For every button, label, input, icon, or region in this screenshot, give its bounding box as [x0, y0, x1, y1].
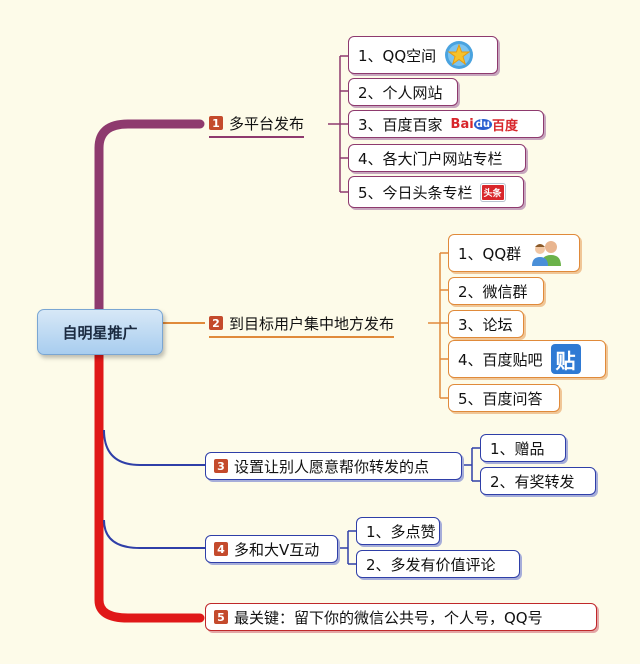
tieba-icon: 贴 — [550, 344, 581, 374]
connector-branch-3 — [103, 429, 205, 466]
toutiao-icon: 头条 — [480, 183, 505, 201]
item-label: 4、各大门户网站专栏 — [358, 149, 503, 168]
branch-1-number: 1 — [209, 116, 223, 130]
branch-4-item-1[interactable]: 1、多点赞 — [356, 517, 440, 545]
connectors-branch-2 — [428, 252, 448, 399]
branch-4-item-2[interactable]: 2、多发有价值评论 — [356, 550, 520, 578]
branch-3-topic[interactable]: 3 设置让别人愿意帮你转发的点 — [205, 452, 462, 480]
branch-4-number: 4 — [214, 542, 228, 556]
item-label: 1、QQ空间 — [358, 46, 437, 65]
connectors-branch-1 — [328, 55, 348, 193]
item-label: 1、QQ群 — [458, 244, 522, 263]
connectors-branch-3 — [462, 447, 480, 482]
connector-branch-4 — [103, 519, 205, 549]
branch-3-label: 设置让别人愿意帮你转发的点 — [234, 457, 430, 476]
branch-1-topic[interactable]: 1 多平台发布 — [209, 110, 305, 138]
connectors-branch-4 — [338, 530, 356, 565]
item-label: 4、百度贴吧 — [458, 350, 543, 369]
item-label: 5、今日头条专栏 — [358, 183, 473, 202]
root-label: 自明星推广 — [62, 323, 138, 342]
branch-2-item-3[interactable]: 3、论坛 — [448, 310, 524, 338]
user-group-icon — [529, 238, 563, 268]
branch-2-item-1[interactable]: 1、QQ群 — [448, 234, 580, 272]
item-label: 3、论坛 — [458, 315, 513, 334]
item-label: 2、多发有价值评论 — [366, 555, 496, 574]
root-node[interactable]: 自明星推广 — [37, 309, 163, 355]
item-label: 1、多点赞 — [366, 522, 436, 541]
item-label: 3、百度百家 — [358, 115, 443, 134]
branch-2-number: 2 — [209, 316, 223, 330]
branch-1-item-2[interactable]: 2、个人网站 — [348, 78, 458, 106]
branch-2-item-2[interactable]: 2、微信群 — [448, 277, 544, 305]
trunk-upper — [94, 119, 205, 314]
trunk-lower — [94, 348, 205, 623]
item-label: 2、个人网站 — [358, 83, 443, 102]
item-label: 2、有奖转发 — [490, 472, 575, 491]
item-label: 5、百度问答 — [458, 389, 543, 408]
branch-4-label: 多和大V互动 — [234, 540, 320, 559]
qzone-star-icon — [444, 40, 474, 70]
branch-5-label: 最关键：留下你的微信公共号，个人号，QQ号 — [234, 608, 543, 627]
branch-1-item-1[interactable]: 1、QQ空间 — [348, 36, 498, 74]
branch-1-label: 多平台发布 — [229, 114, 305, 133]
branch-4-topic[interactable]: 4 多和大V互动 — [205, 535, 338, 563]
branch-2-item-5[interactable]: 5、百度问答 — [448, 384, 560, 412]
branch-1-item-4[interactable]: 4、各大门户网站专栏 — [348, 144, 526, 172]
branch-5-topic[interactable]: 5 最关键：留下你的微信公共号，个人号，QQ号 — [205, 603, 597, 631]
item-label: 1、赠品 — [490, 439, 545, 458]
branch-3-item-1[interactable]: 1、赠品 — [480, 434, 566, 462]
branch-2-item-4[interactable]: 4、百度贴吧 贴 — [448, 340, 606, 378]
branch-2-topic[interactable]: 2 到目标用户集中地方发布 — [209, 310, 395, 338]
branch-5-number: 5 — [214, 610, 228, 624]
branch-2-label: 到目标用户集中地方发布 — [229, 314, 395, 333]
branch-1-item-5[interactable]: 5、今日头条专栏 头条 — [348, 176, 524, 208]
branch-3-item-2[interactable]: 2、有奖转发 — [480, 467, 596, 495]
item-label: 2、微信群 — [458, 282, 528, 301]
branch-3-number: 3 — [214, 459, 228, 473]
